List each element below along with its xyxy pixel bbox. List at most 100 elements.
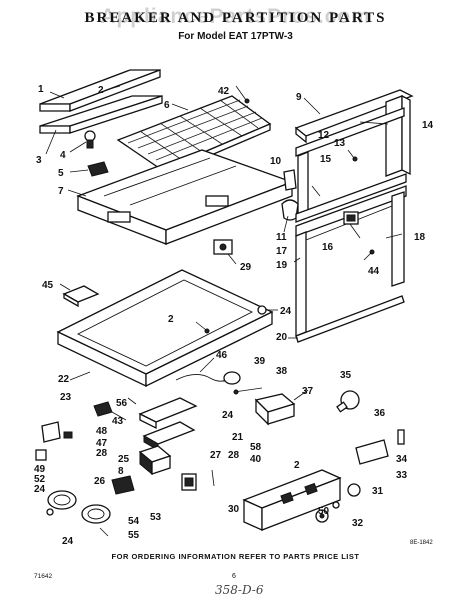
callout: 39 [254, 356, 266, 367]
callout: 50 [318, 506, 330, 517]
callout: 2 [294, 460, 300, 471]
callout: 12 [318, 130, 330, 141]
reference-code: 8E-1842 [410, 540, 433, 546]
part-nut-24-upper [257, 305, 267, 315]
part-socket-38 [233, 387, 263, 395]
diagram-subtitle: For Model EAT 17PTW-3 [178, 31, 293, 42]
part-latch-29 [213, 239, 233, 255]
callout: 53 [150, 512, 162, 523]
callout: 24 [222, 410, 234, 421]
callout: 32 [352, 518, 364, 529]
ordering-info-footer: FOR ORDERING INFORMATION REFER TO PARTS … [111, 552, 360, 561]
callout: 27 [210, 450, 222, 461]
callout: 16 [322, 242, 334, 253]
part-bracket-10 [283, 169, 297, 191]
part-screw-42 [235, 85, 250, 104]
callout: 1 [38, 84, 44, 95]
document-code: 71642 [34, 573, 53, 580]
callout: 47 [96, 438, 108, 449]
callout: 34 [396, 454, 408, 465]
part-clip-49 [35, 449, 47, 461]
callout: 45 [42, 280, 54, 291]
callout: 25 [118, 454, 130, 465]
part-switch-8 [111, 475, 135, 495]
part-seal-53 [81, 504, 111, 524]
part-panel-9 [294, 89, 414, 144]
callout: 7 [58, 186, 64, 197]
callout: 14 [422, 120, 434, 131]
part-knob-32 [315, 509, 329, 523]
part-screw-34 [397, 429, 405, 445]
callout: 55 [128, 530, 140, 541]
callout: 2 [168, 314, 174, 325]
part-tray [76, 149, 294, 245]
callout: 24 [280, 306, 292, 317]
callout: 6 [164, 100, 170, 111]
handwritten-note: 358-D-6 [215, 583, 264, 597]
part-thermostat-16 [343, 211, 359, 225]
part-screw-27 [211, 469, 215, 487]
callout: 33 [396, 470, 408, 481]
callout: 52 [34, 474, 46, 485]
part-housing-37 [254, 393, 296, 426]
part-switch-43 [93, 401, 113, 417]
part-bulb-50 [332, 501, 340, 509]
part-grille [116, 95, 272, 177]
callout: 43 [112, 416, 124, 427]
callout: 28 [228, 450, 240, 461]
callout: 48 [96, 426, 108, 437]
leader-lines [45, 85, 403, 421]
callout: 10 [270, 156, 282, 167]
callout: 24 [62, 536, 74, 547]
part-partition-tray [56, 269, 274, 388]
part-knob-31 [347, 483, 361, 497]
callout: 31 [372, 486, 384, 497]
part-screw-4 [84, 130, 96, 149]
part-seal-52 [47, 490, 77, 510]
part-block-5 [87, 161, 109, 177]
callout: 5 [58, 168, 64, 179]
callout: 35 [340, 370, 352, 381]
part-housing-25 [138, 445, 172, 476]
callout: 44 [368, 266, 380, 277]
callout: 13 [334, 138, 346, 149]
callout-numbers: 1 2 3 4 5 6 7 42 9 14 12 13 10 15 11 17 … [34, 84, 434, 547]
part-bulb-35 [336, 390, 360, 413]
page-number: 6 [232, 573, 236, 580]
part-breaker-strip-lower [39, 95, 163, 134]
part-label-45 [62, 285, 100, 308]
callout: 40 [250, 454, 262, 465]
part-light-33 [355, 439, 389, 465]
callout: 37 [302, 386, 314, 397]
callout: 20 [276, 332, 288, 343]
callout: 18 [414, 232, 426, 243]
part-lens-48 [138, 397, 198, 430]
callout: 4 [60, 150, 66, 161]
diagram-title: BREAKER AND PARTITION PARTS [84, 10, 387, 26]
callout: 17 [276, 246, 288, 257]
part-panel-12 [295, 107, 405, 219]
part-panel-14 [385, 94, 411, 177]
callout: 36 [374, 408, 386, 419]
callout: 30 [228, 504, 240, 515]
callout: 46 [216, 350, 228, 361]
callout: 8 [118, 466, 124, 477]
callout: 2 [98, 85, 104, 96]
callout: 42 [218, 86, 230, 97]
callout: 15 [320, 154, 332, 165]
part-panel-lower [295, 173, 407, 343]
callout: 54 [128, 516, 140, 527]
part-relay-26 [181, 473, 197, 491]
part-screw-2-mid [195, 321, 210, 334]
callout: 38 [276, 366, 288, 377]
callout: 29 [240, 262, 252, 273]
part-nut-24-lower [46, 508, 54, 516]
callout: 56 [116, 398, 128, 409]
callout: 28 [96, 448, 108, 459]
part-screw-44 [363, 249, 375, 261]
callout: 11 [276, 232, 287, 243]
callout: 9 [296, 92, 302, 103]
callout: 3 [36, 155, 42, 166]
part-screw-13 [347, 149, 358, 162]
